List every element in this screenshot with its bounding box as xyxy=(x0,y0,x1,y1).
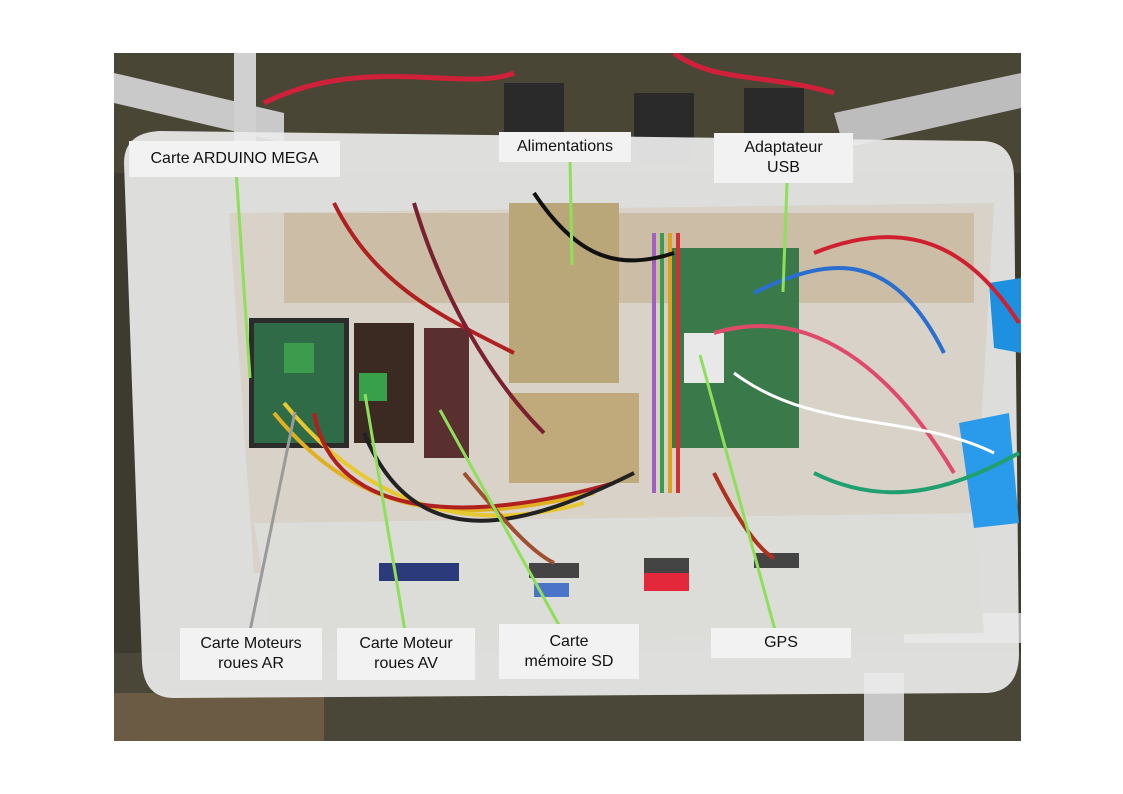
electronics-box-photo xyxy=(114,53,1021,741)
label-gps: GPS xyxy=(711,628,851,658)
label-power-supplies: Alimentations xyxy=(499,132,631,162)
label-arduino-mega: Carte ARDUINO MEGA xyxy=(129,141,340,177)
label-rear-wheel-motors-board: Carte Moteurs roues AR xyxy=(180,628,322,680)
label-usb-adapter: Adaptateur USB xyxy=(714,133,853,183)
label-front-wheel-motors-board: Carte Moteur roues AV xyxy=(337,628,475,680)
label-sd-memory-card: Carte mémoire SD xyxy=(499,624,639,679)
